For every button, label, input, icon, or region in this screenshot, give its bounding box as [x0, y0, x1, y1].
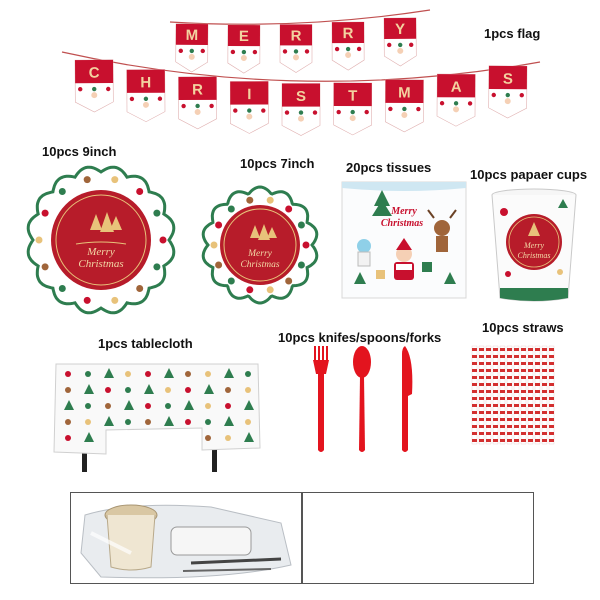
banner-pennant: C [74, 59, 114, 113]
straw [506, 345, 513, 445]
banner-pennant: R [279, 24, 313, 73]
straw [548, 345, 555, 445]
banner-pennant: H [126, 69, 166, 123]
large-plate-label: 10pcs 9inch [42, 144, 117, 159]
banner-letter: S [503, 71, 513, 88]
banner-letter: R [291, 27, 302, 44]
tissues-text-2: Christmas [381, 218, 423, 229]
straws [471, 345, 555, 445]
banner-pennant: M [175, 23, 209, 73]
banner-pennant: E [227, 24, 261, 74]
packaged-set [80, 504, 292, 579]
fork [313, 346, 329, 452]
cup-text-2: Christmas [518, 251, 551, 260]
spoon [353, 346, 371, 452]
large-plate-text-1: Merry [86, 246, 115, 258]
small-plate-text-2: Christmas [240, 260, 279, 270]
banner-letter: Y [395, 21, 405, 38]
banner-letter: S [296, 88, 306, 105]
banner-pennant: S [281, 83, 321, 136]
straw [541, 345, 548, 445]
banner-letter: R [192, 81, 203, 98]
tissues: Merry Christmas [341, 181, 467, 299]
tissues-label: 20pcs tissues [346, 160, 432, 175]
cutlery [313, 346, 413, 452]
banner-letter: R [343, 25, 354, 42]
straw [471, 345, 478, 445]
banner-letter: A [451, 79, 462, 96]
banner-pennant: T [333, 82, 373, 136]
straw [527, 345, 534, 445]
banner-letter: I [247, 86, 251, 103]
small-plate: Merry Christmas [201, 185, 319, 305]
banner-pennant: R [331, 21, 365, 71]
christmas-banner: M E R R Y C H R I S T M A S [61, 9, 541, 136]
straw [478, 345, 485, 445]
banner-letter: M [186, 27, 199, 44]
banner-pennant: S [488, 65, 528, 119]
large-plate-text-2: Christmas [78, 258, 123, 270]
tissues-text-1: Merry [390, 206, 417, 217]
banner-letter: H [140, 74, 151, 91]
cup-text-1: Merry [523, 241, 544, 250]
paper-cup: Merry Christmas [491, 188, 577, 302]
straw [499, 345, 506, 445]
straws-label: 10pcs straws [482, 320, 564, 335]
cutlery-label: 10pcs knifes/spoons/forks [278, 330, 442, 345]
straw [513, 345, 520, 445]
banner-letter: M [398, 84, 411, 101]
small-plate-text-1: Merry [247, 249, 273, 259]
large-plate: Merry Christmas [26, 165, 176, 315]
banner-pennant: M [385, 79, 424, 133]
straw [520, 345, 527, 445]
cups-label: 10pcs papaer cups [470, 167, 588, 182]
banner-pennant: A [436, 73, 476, 127]
banner-pennant: I [229, 81, 269, 134]
package-photo-frame [70, 492, 302, 584]
tablecloth-label: 1pcs tablecloth [98, 336, 193, 351]
small-plate-label: 10pcs 7inch [240, 156, 315, 171]
banner-letter: C [89, 65, 100, 82]
banner-letter: T [348, 88, 357, 105]
banner-letter: E [239, 28, 249, 45]
tablecloth [53, 363, 261, 472]
banner-pennant: R [178, 76, 217, 130]
knife [402, 346, 413, 452]
flag-label: 1pcs flag [484, 26, 541, 41]
straw [485, 345, 492, 445]
straw [492, 345, 499, 445]
banner-pennant: Y [383, 17, 417, 67]
straw [534, 345, 541, 445]
empty-frame [302, 492, 534, 584]
